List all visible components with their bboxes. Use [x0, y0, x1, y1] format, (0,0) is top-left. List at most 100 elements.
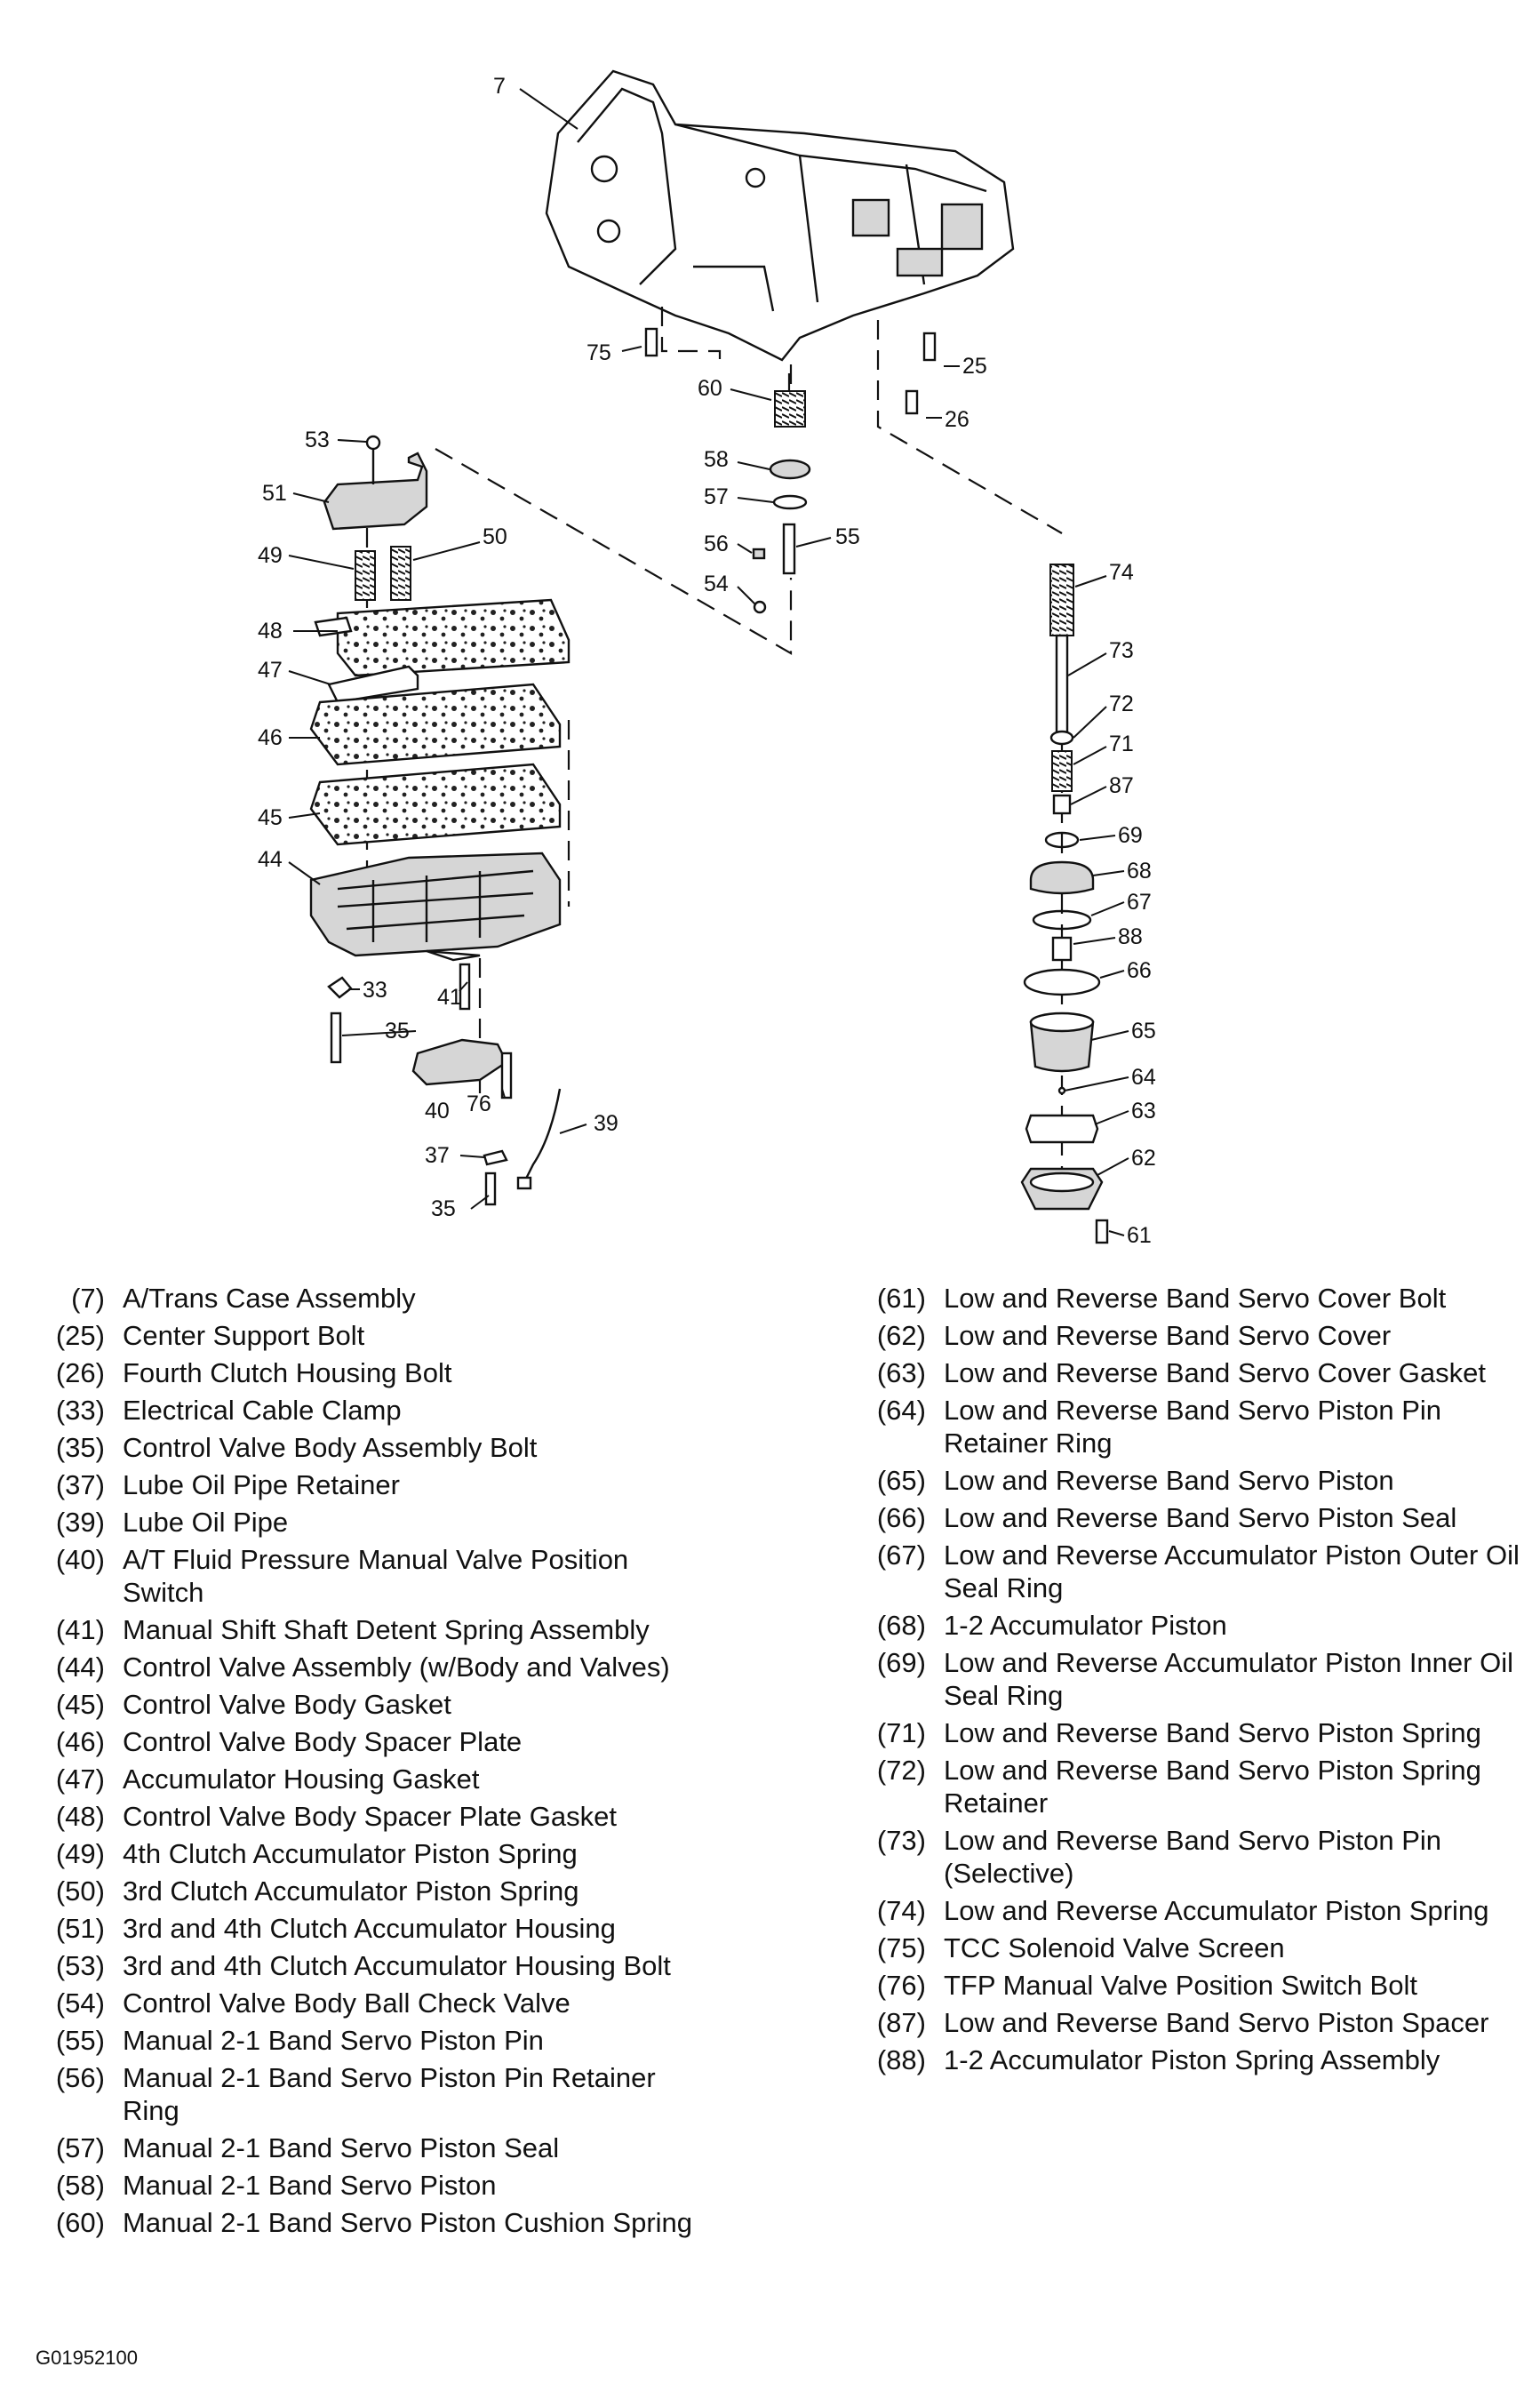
- legend-item: (67)Low and Reverse Accumulator Piston O…: [853, 1539, 1528, 1604]
- legend-description: Control Valve Body Assembly Bolt: [123, 1432, 538, 1463]
- callout-64: 64: [1131, 1065, 1156, 1090]
- legend-description: Lube Oil Pipe Retainer: [123, 1469, 400, 1500]
- legend-item: (53)3rd and 4th Clutch Accumulator Housi…: [32, 1949, 707, 1982]
- callout-53: 53: [305, 428, 330, 452]
- legend-item: (74)Low and Reverse Accumulator Piston S…: [853, 1894, 1528, 1927]
- legend-item: (25)Center Support Bolt: [32, 1319, 707, 1352]
- callout-labels: 7 75 60 25 26 53 51 49 50 48 47 46 45 44…: [258, 74, 1156, 1248]
- callout-44: 44: [258, 847, 283, 872]
- legend-item: (66) Low and Reverse Band Servo Piston Se…: [853, 1501, 1528, 1534]
- control-valve-assembly: [309, 852, 562, 962]
- legend-number: (26): [55, 1357, 105, 1388]
- legend-number: (76): [876, 1970, 926, 2001]
- callout-61: 61: [1127, 1223, 1152, 1248]
- legend-description: 3rd Clutch Accumulator Piston Spring: [123, 1875, 579, 1907]
- legend-number: (64): [876, 1395, 926, 1426]
- legend-item: (40)A/T Fluid Pressure Manual Valve Posi…: [32, 1543, 707, 1609]
- callout-54: 54: [704, 572, 729, 596]
- legend-description: Low and Reverse Band Servo Cover: [944, 1320, 1392, 1351]
- callout-46: 46: [258, 725, 283, 750]
- legend-description: Low and Reverse Band Servo Piston Pin (S…: [944, 1825, 1442, 1889]
- legend-number: (49): [55, 1838, 105, 1869]
- legend-number: (60): [55, 2207, 105, 2238]
- legend-item: (87)Low and Reverse Band Servo Piston Sp…: [853, 2006, 1528, 2039]
- legend-number: (67): [876, 1539, 926, 1571]
- legend-number: (51): [55, 1913, 105, 1944]
- legend-number: (57): [55, 2132, 105, 2163]
- legend-number: (74): [876, 1895, 926, 1926]
- legend-number: (66): [876, 1502, 926, 1533]
- spacer-plate-gasket: [314, 598, 571, 677]
- callout-49: 49: [258, 543, 283, 568]
- legend-number: (48): [55, 1801, 105, 1832]
- legend-description: 4th Clutch Accumulator Piston Spring: [123, 1838, 578, 1869]
- manual-2-1-servo-parts: [644, 327, 937, 614]
- legend-description: Control Valve Assembly (w/Body and Valve…: [123, 1651, 670, 1683]
- legend-number: (39): [55, 1507, 105, 1538]
- legend-item: (41)Manual Shift Shaft Detent Spring Ass…: [32, 1613, 707, 1646]
- spacer-plate: [309, 683, 562, 766]
- callout-62: 62: [1131, 1146, 1156, 1171]
- legend-number: (68): [876, 1610, 926, 1641]
- legend-number: (65): [876, 1465, 926, 1496]
- legend-description: Lube Oil Pipe: [123, 1507, 289, 1538]
- legend-item: (56) Manual 2-1 Band Servo Piston Pin Ret…: [32, 2061, 707, 2127]
- legend-number: (44): [55, 1651, 105, 1683]
- callout-25: 25: [962, 354, 987, 379]
- legend-item: (46)Control Valve Body Spacer Plate: [32, 1725, 707, 1758]
- legend-description: Manual 2-1 Band Servo Piston: [123, 2170, 497, 2201]
- legend-item: (58)Manual 2-1 Band Servo Piston: [32, 2169, 707, 2202]
- legend-item: (68)1-2 Accumulator Piston: [853, 1609, 1528, 1642]
- legend-description: Low and Reverse Band Servo Piston Spring…: [944, 1755, 1481, 1819]
- legend-item: (63)Low and Reverse Band Servo Cover Gas…: [853, 1356, 1528, 1389]
- legend-item: (57)Manual 2-1 Band Servo Piston Seal: [32, 2131, 707, 2164]
- legend-number: (45): [55, 1689, 105, 1720]
- legend-description: Low and Reverse Band Servo Piston Spacer: [944, 2007, 1489, 2038]
- legend-number: (54): [55, 1987, 105, 2019]
- callout-47: 47: [258, 658, 283, 683]
- low-reverse-servo-stack: [1020, 564, 1109, 1244]
- callout-58: 58: [704, 447, 729, 472]
- legend-description: Manual 2-1 Band Servo Piston Cushion Spr…: [123, 2207, 693, 2238]
- legend-description: Low and Reverse Band Servo Piston Pin Re…: [944, 1395, 1442, 1459]
- legend-item: (62) Low and Reverse Band Servo Cover: [853, 1319, 1528, 1352]
- legend-number: (35): [55, 1432, 105, 1463]
- bolts-and-clamps: [327, 963, 562, 1206]
- valve-body-gasket: [309, 763, 562, 846]
- callout-88: 88: [1118, 924, 1143, 949]
- callout-75: 75: [586, 340, 611, 365]
- leader-lines: [288, 88, 1129, 1236]
- legend-number: (71): [876, 1717, 926, 1748]
- legend-description: Control Valve Body Gasket: [123, 1689, 451, 1720]
- legend-description: Manual 2-1 Band Servo Piston Pin Retaine…: [123, 2062, 656, 2126]
- legend-item: (60) Manual 2-1 Band Servo Piston Cushion…: [32, 2206, 707, 2239]
- callout-39: 39: [594, 1111, 618, 1136]
- legend-item: (47)Accumulator Housing Gasket: [32, 1763, 707, 1795]
- legend-item: (72)Low and Reverse Band Servo Piston Sp…: [853, 1754, 1528, 1819]
- parts-legend-right: (61)Low and Reverse Band Servo Cover Bol…: [853, 1282, 1528, 2081]
- callout-41: 41: [437, 985, 462, 1010]
- callout-50: 50: [483, 524, 507, 549]
- legend-number: (7): [71, 1283, 105, 1314]
- legend-item: (61)Low and Reverse Band Servo Cover Bol…: [853, 1282, 1528, 1315]
- legend-description: Electrical Cable Clamp: [123, 1395, 402, 1426]
- callout-76: 76: [467, 1092, 491, 1116]
- legend-number: (46): [55, 1726, 105, 1757]
- legend-item: (50)3rd Clutch Accumulator Piston Spring: [32, 1875, 707, 1907]
- legend-number: (47): [55, 1763, 105, 1795]
- legend-description: 3rd and 4th Clutch Accumulator Housing: [123, 1913, 616, 1944]
- callout-72: 72: [1109, 692, 1134, 716]
- legend-item: (75)TCC Solenoid Valve Screen: [853, 1931, 1528, 1964]
- callout-33: 33: [363, 978, 387, 1003]
- callout-65: 65: [1131, 1019, 1156, 1044]
- legend-number: (56): [55, 2062, 105, 2093]
- legend-number: (62): [876, 1320, 926, 1351]
- legend-description: Fourth Clutch Housing Bolt: [123, 1357, 452, 1388]
- legend-description: Low and Reverse Band Servo Cover Gasket: [944, 1357, 1486, 1388]
- callout-55: 55: [835, 524, 860, 549]
- legend-number: (33): [55, 1395, 105, 1426]
- legend-item: (48)Control Valve Body Spacer Plate Gask…: [32, 1800, 707, 1833]
- legend-description: Low and Reverse Band Servo Piston Seal: [944, 1502, 1457, 1533]
- legend-number: (69): [876, 1647, 926, 1678]
- legend-description: Control Valve Body Ball Check Valve: [123, 1987, 571, 2019]
